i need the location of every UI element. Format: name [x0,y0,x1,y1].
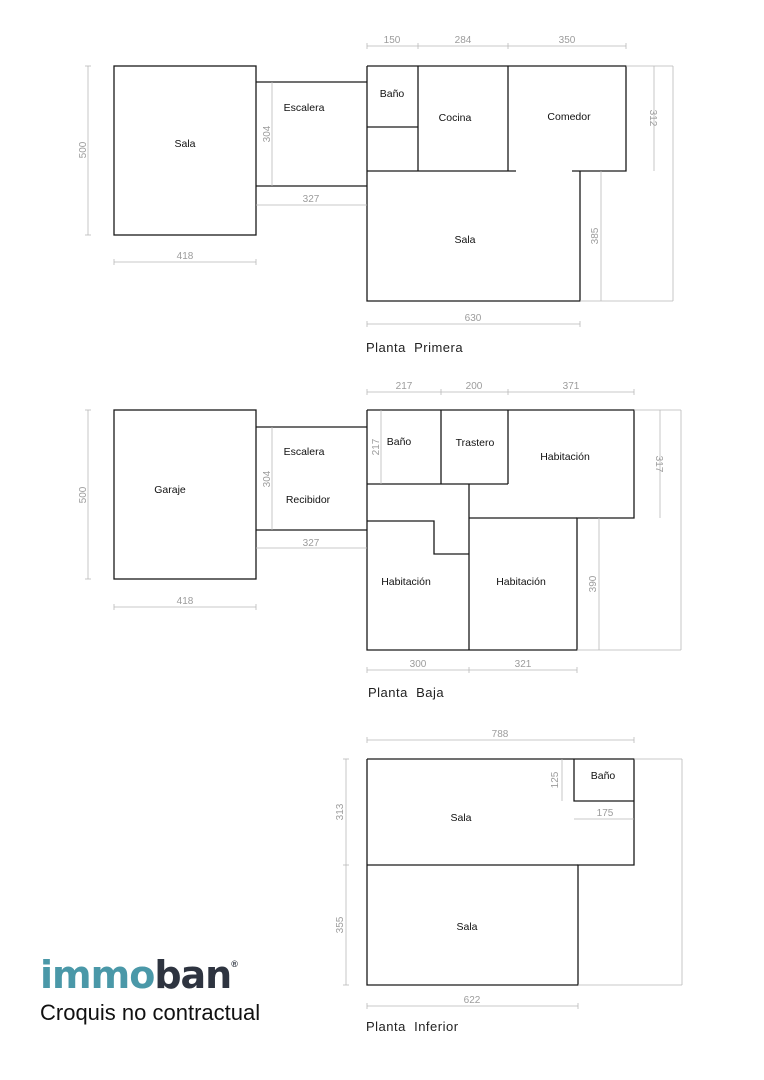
room-label-sala-main: Sala [454,234,475,246]
room-label-sala-left: Sala [174,138,195,150]
room-label-escalera: Escalera [284,102,325,114]
dim-label: 630 [465,313,482,324]
room-label-escalera: Escalera [284,446,325,458]
immoban-logo: immoban® [40,956,260,994]
plan-inferior: Baño Sala Sala 788 125 175 313 355 622 P… [335,729,683,1034]
room-label-sala-lower: Sala [456,921,477,933]
dim-label: 327 [303,194,320,205]
inferior-outline [366,758,635,986]
dim-label: 317 [653,456,664,473]
room-label-trastero: Trastero [456,437,495,449]
brand-block: immoban® Croquis no contractual [40,956,260,1026]
dim-label: 385 [590,227,601,244]
dim-label: 304 [262,125,273,142]
dim-label: 371 [563,381,580,392]
dim-label: 390 [588,575,599,592]
room-label-garaje: Garaje [154,484,186,496]
dim-label: 788 [492,729,509,740]
registered-mark: ® [231,959,238,969]
dim-label: 355 [335,916,346,933]
dim-label: 312 [647,110,658,127]
dim-label: 500 [78,486,89,503]
room-label-cocina: Cocina [439,112,472,124]
plan-title-baja: Planta Baja [368,685,444,700]
dim-label: 418 [177,596,194,607]
sala-main-outline [366,66,581,302]
habitacion-left-wall [367,520,469,555]
room-label-bano: Baño [591,770,616,782]
upper-block-outline [367,65,627,172]
dim-label: 500 [78,141,89,158]
dim-label: 327 [303,538,320,549]
room-label-bano: Baño [380,88,405,100]
bano-walls [573,759,634,802]
dim-label: 217 [371,438,382,455]
dim-label: 284 [455,35,472,46]
dim-label: 304 [262,470,273,487]
plan-primera: Sala Escalera Baño Cocina Comedor Sala 1… [78,35,674,355]
plan-title-primera: Planta Primera [366,340,463,355]
room-label-habitacion-3: Habitación [496,576,546,588]
logo-part-2: ban [154,953,232,997]
room-label-bano: Baño [387,436,412,448]
logo-part-1: immo [40,953,155,997]
room-garaje-walls [113,409,257,580]
dim-label: 175 [597,808,614,819]
dim-label: 217 [396,381,413,392]
dim-label: 125 [550,771,561,788]
dim-label: 313 [335,803,346,820]
dim-label: 321 [515,659,532,670]
plan-baja: Garaje Escalera Recibidor Baño Trastero … [78,381,682,700]
dim-label: 418 [177,251,194,262]
disclaimer-text: Croquis no contractual [40,1000,261,1025]
room-label-habitacion-2: Habitación [381,576,431,588]
dim-label: 150 [384,35,401,46]
dim-label: 350 [559,35,576,46]
room-sala-left-walls [113,65,257,236]
room-label-sala-upper: Sala [450,812,471,824]
room-label-comedor: Comedor [547,111,591,123]
room-label-recibidor: Recibidor [286,494,331,506]
plan-title-inferior: Planta Inferior [366,1019,459,1034]
dim-label: 622 [464,995,481,1006]
dim-label: 200 [466,381,483,392]
room-label-habitacion-1: Habitación [540,451,590,463]
dim-label: 300 [410,659,427,670]
